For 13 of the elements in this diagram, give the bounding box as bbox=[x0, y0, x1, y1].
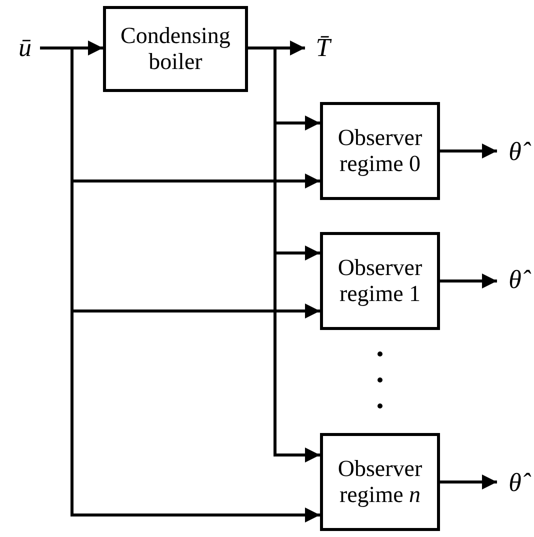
signal-label: T̄ bbox=[308, 28, 338, 68]
arrow bbox=[440, 144, 497, 158]
signal-label: θ̂ bbox=[500, 258, 530, 302]
process-box: Observer regime n bbox=[320, 433, 440, 531]
arrow bbox=[40, 46, 320, 522]
signal-label: θ̂ bbox=[500, 130, 530, 174]
signal-label: ū bbox=[10, 30, 40, 66]
signal-label: θ̂ bbox=[500, 461, 530, 505]
process-box: Observer regime 0 bbox=[320, 102, 440, 200]
process-box: Condensing boiler bbox=[103, 6, 248, 92]
process-box: Observer regime 1 bbox=[320, 232, 440, 330]
arrow bbox=[440, 274, 497, 288]
arrow bbox=[440, 474, 497, 490]
